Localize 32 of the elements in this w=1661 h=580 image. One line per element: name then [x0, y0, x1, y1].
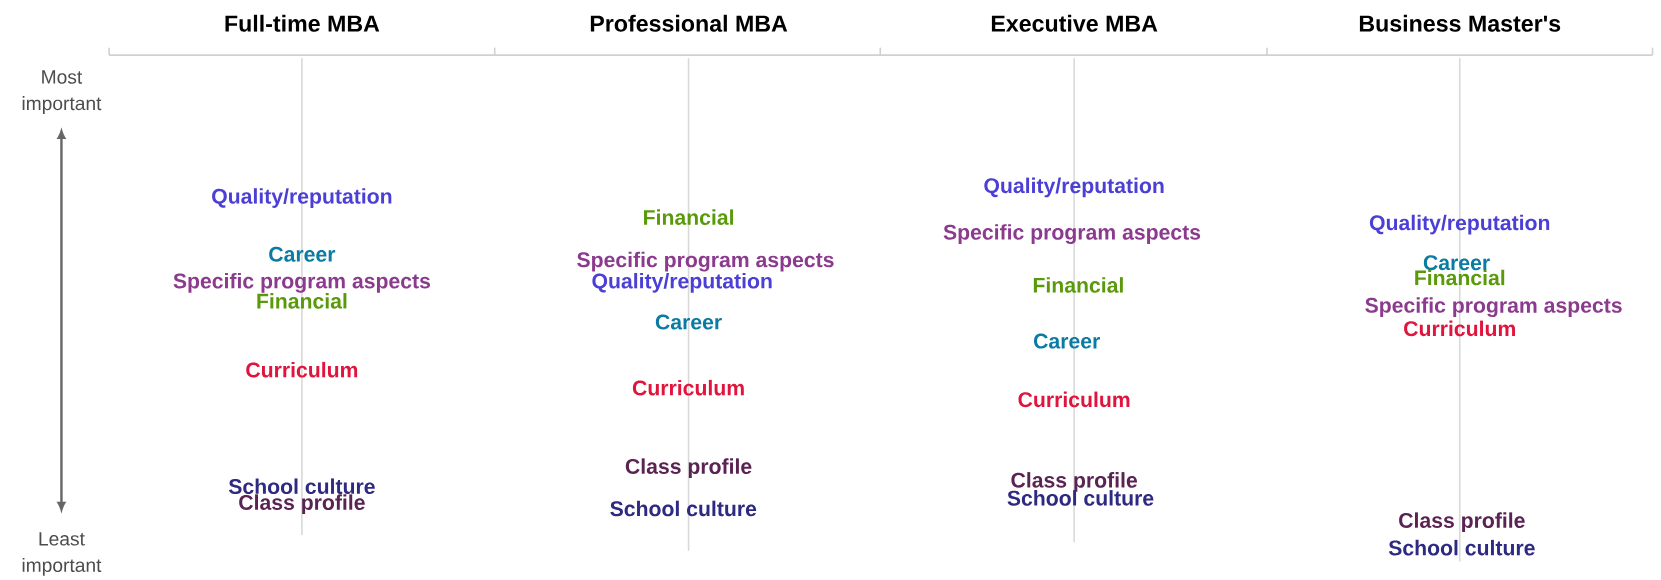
factor-label: Class profile — [239, 494, 365, 515]
factor-label: Class profile — [625, 458, 752, 479]
factor-label: Curriculum — [246, 361, 358, 378]
factor-label: Quality/reputation — [984, 177, 1164, 198]
column-heading: Full-time MBA — [225, 14, 380, 32]
factor-label: Financial — [1415, 269, 1505, 286]
column-heading: Business Master's — [1359, 14, 1561, 32]
axis-label: Most important — [22, 70, 102, 114]
factor-label: Financial — [1033, 277, 1123, 293]
factor-label: Curriculum — [1404, 320, 1515, 337]
factor-label: Specific program aspects — [943, 224, 1201, 244]
factor-label: Career — [1423, 255, 1490, 271]
factor-label: School culture — [610, 500, 757, 517]
factor-label: Financial — [257, 293, 347, 309]
axis-label: Least important — [22, 532, 102, 576]
column-heading: Professional MBA — [590, 14, 788, 32]
factor-label: School culture — [1388, 539, 1535, 556]
factor-label: School culture — [228, 478, 375, 494]
factor-label: Specific program aspects — [173, 272, 430, 293]
factor-label: Career — [1034, 333, 1100, 349]
factor-label: Curriculum — [632, 379, 744, 396]
factor-label: Quality/reputation — [592, 272, 772, 293]
factor-label: Curriculum — [1018, 391, 1130, 408]
factor-label: Financial — [644, 209, 733, 225]
factor-label: Specific program aspects — [1365, 297, 1622, 318]
column-heading: Executive MBA — [991, 14, 1158, 32]
factor-label: Class profile — [1399, 512, 1525, 533]
factor-label: Career — [269, 246, 336, 262]
factor-label: Quality/reputation — [212, 188, 392, 208]
factor-label: Specific program aspects — [577, 251, 834, 272]
factor-label: Career — [655, 314, 722, 330]
factor-label: Quality/reputation — [1369, 214, 1550, 235]
